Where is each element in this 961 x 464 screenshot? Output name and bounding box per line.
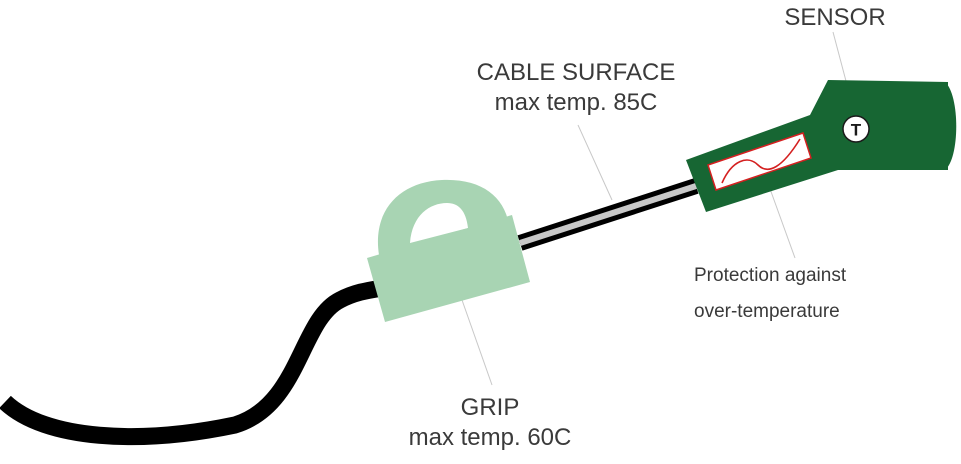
cable-surface-title: CABLE SURFACE (476, 59, 676, 86)
cable-surface-leader-line (577, 124, 613, 201)
cable (0, 279, 384, 446)
cable-surface-max-temp: max temp. 85C (494, 89, 658, 116)
sensor-marker: T (842, 115, 870, 143)
probe-head (686, 80, 957, 212)
cable-surface (517, 178, 699, 251)
heater-wave-icon (721, 138, 801, 184)
sensor-marker-letter: T (851, 121, 862, 140)
protection-window (707, 132, 812, 191)
protection-line-1: Protection against (694, 265, 847, 286)
grip-max-temp: max temp. 60C (408, 424, 572, 451)
sensor-label: SENSOR (770, 3, 900, 33)
grip (367, 179, 530, 322)
grip-body (367, 215, 530, 322)
grip-title: GRIP (460, 394, 520, 421)
probe-handle (686, 80, 948, 212)
grip-label: GRIP max temp. 60C (380, 393, 600, 453)
protection-line-2: over-temperature (694, 301, 840, 323)
cable-surface-label: CABLE SURFACE max temp. 85C (456, 58, 696, 118)
grip-leader-line (461, 299, 493, 386)
protection-label: Protection against over-temperature (694, 258, 846, 330)
sensor-title: SENSOR (784, 4, 886, 31)
probe-end-cap (945, 82, 957, 170)
